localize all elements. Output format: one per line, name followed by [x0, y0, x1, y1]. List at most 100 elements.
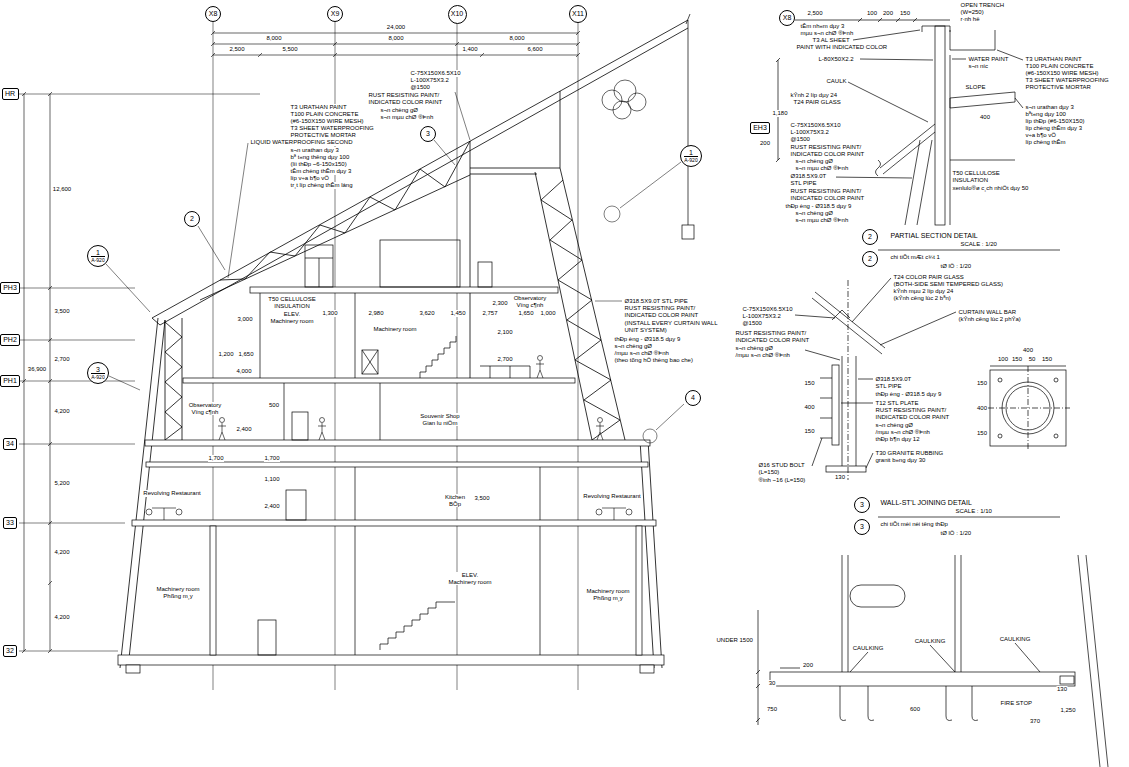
annotation-text: T3 URATHAN PAINT [1025, 56, 1082, 63]
annotation-text: T3 URATHAN PAINT [290, 104, 347, 111]
person-figure [320, 418, 325, 423]
dimension-line [48, 521, 52, 525]
person-figure [318, 426, 326, 427]
partial-section-detail [776, 158, 780, 162]
dimension-text: 150 [976, 380, 987, 387]
annotation-text: bªt«ng dµy 100 [1025, 111, 1066, 118]
callout-circle: 2 [862, 251, 878, 267]
level-line [19, 523, 125, 524]
floor-joint-detail [842, 555, 843, 672]
annotation-text: s¬n chèng gØ [380, 107, 419, 114]
curtain-wall-detail [1054, 434, 1058, 438]
leader-line [106, 92, 684, 443]
dimension-text: 3,500 [474, 495, 490, 502]
partial-section-detail [913, 18, 917, 22]
dimension-text: 1,450 [450, 310, 466, 317]
dimension-line [50, 94, 51, 651]
sheet-ref: A-920 [91, 373, 104, 380]
dimension-text: 150 [976, 430, 987, 437]
curtain-wall-detail [841, 403, 873, 404]
dimension-text: 150 [899, 10, 910, 17]
dimension-text: 8,000 [388, 35, 404, 42]
annotation-text: C-75X150X6.5X10 [410, 70, 461, 77]
callout-circle: 4 [685, 390, 701, 406]
dimension-text: 8,000 [509, 35, 525, 42]
leader-line [106, 264, 150, 312]
level-label: 34 [6, 440, 14, 447]
person-figure [218, 356, 604, 441]
dimension-text: 2,700 [497, 356, 513, 363]
callout-number: 1 [96, 249, 100, 256]
floor-slab [250, 287, 558, 293]
annotation-text: RUST RESISTING PAINT/ INDICATED COLOR PA… [875, 407, 956, 420]
dimension-line [48, 286, 52, 290]
dimension-text: 2,700 [54, 356, 70, 363]
interior-wall [258, 240, 540, 655]
annotation-text: LIQUID WATERPROOFING SECOND [250, 139, 353, 146]
level-tag: 32 [3, 645, 17, 657]
interior-wall [380, 240, 460, 287]
annotation-text: (#6-150X150 WIRE MESH) [1025, 70, 1099, 77]
dimension-text: 2,757 [482, 310, 498, 317]
leader-line [604, 206, 620, 222]
annotation-text: RUST RESISTING PAINT/ INDICATED COLOR PA… [735, 330, 816, 343]
annotation-text: líp v÷a b¶o vÖ [290, 175, 330, 182]
level-label: PH2 [3, 336, 17, 343]
partial-section-detail [950, 55, 951, 225]
annotation-text: L-100X75X3.2 [410, 77, 449, 84]
dimension-text: @1500 [790, 136, 810, 143]
level-line [19, 288, 135, 289]
restaurant-table [596, 509, 602, 515]
dimension-text: 36,900 [27, 366, 46, 373]
curtain-wall-detail [795, 250, 1070, 517]
dimension-text: 2,300 [492, 300, 508, 307]
annotation-text: Revolving Restaurant [583, 493, 641, 500]
floor-slab [145, 440, 650, 446]
dimension-line [213, 33, 578, 34]
annotation-text: (BOTH-SIDE SEMI TEMPERED GLASS) [893, 281, 1004, 288]
leader-line [455, 92, 470, 140]
level-line [19, 444, 135, 445]
person-figure [596, 426, 604, 427]
interior-wall [355, 467, 356, 520]
curtain-wall-detail [880, 312, 956, 345]
dimension-text: 750 [766, 706, 777, 713]
annotation-text: s¬n chèng gØ [795, 158, 834, 165]
dimension-text: 5,500 [282, 46, 298, 53]
annotation-text: (kÝnh cêng lùc 2 bªn) [893, 295, 951, 302]
restaurant-table [146, 508, 632, 520]
floor-joint-detail [961, 555, 962, 672]
level-line [19, 651, 118, 652]
callout-number: 3 [426, 130, 430, 137]
partial-section-detail [1015, 98, 1023, 108]
dimension-text: 4,200 [54, 614, 70, 621]
annotation-text: thÐp b¶n dµy 12 [875, 436, 920, 443]
callout-circle: 3 [420, 126, 436, 142]
annotation-text: Observatory Vïng c¶nh [185, 402, 226, 415]
dimension-line [211, 31, 215, 35]
dimension-text: 150 [804, 428, 815, 435]
floor-slab [126, 665, 140, 673]
partial-section-detail [917, 140, 932, 225]
annotation-text: T3 SHEET WATERPROOFING [1025, 77, 1109, 84]
leader-line [643, 429, 657, 443]
dimension-text: 1,000 [540, 310, 556, 317]
grid-line [213, 22, 578, 690]
interior-wall [260, 293, 261, 378]
dimension-text: 1,180 [772, 110, 788, 117]
restaurant-table [146, 509, 152, 515]
leader-line [595, 301, 622, 302]
person-figure [222, 423, 223, 432]
annotation-text: s¬n chèng gØ [735, 345, 774, 352]
curtain-wall-detail [852, 278, 891, 322]
level-line [19, 381, 135, 382]
curtain-wall-detail [795, 315, 835, 318]
level-line [19, 94, 260, 651]
grid-label: X11 [572, 10, 584, 17]
annotation-text: s¬n chèng gØ [614, 343, 653, 350]
leader-line [434, 140, 455, 165]
annotation-text: s¬n urathan dµy 3 [290, 147, 339, 154]
annotation-text: ELEV. Machinery room [447, 572, 493, 585]
curtain-wall-detail [826, 466, 866, 472]
building-structure [470, 168, 560, 169]
